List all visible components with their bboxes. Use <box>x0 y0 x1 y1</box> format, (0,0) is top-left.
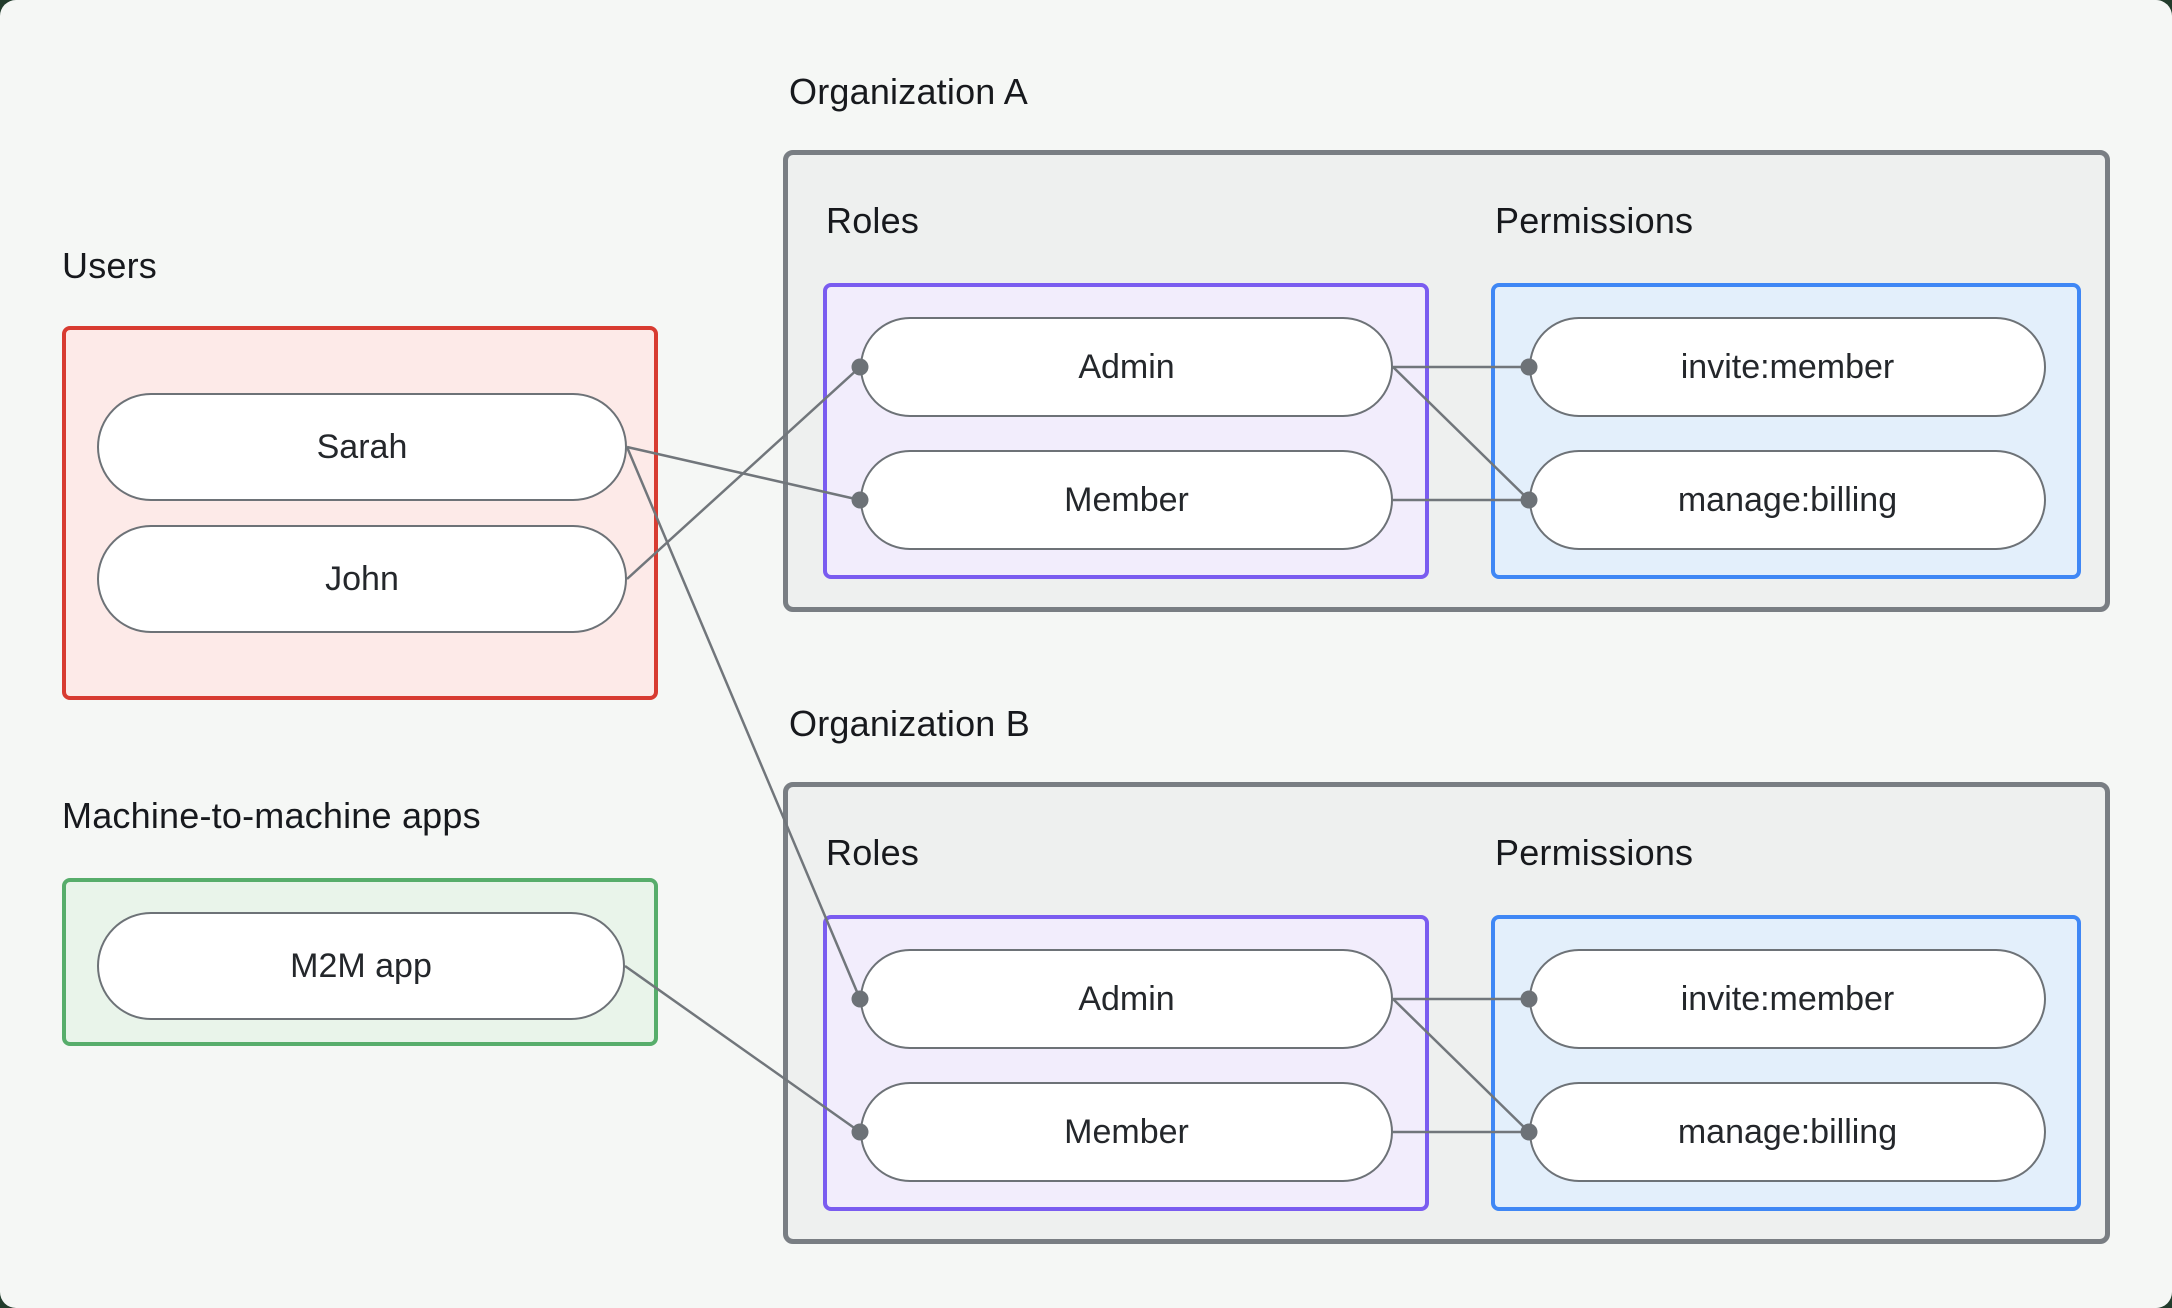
permission-node-label: invite:member <box>1680 979 1895 1018</box>
org-b-perm-manage-billing-node: manage:billing <box>1529 1082 2046 1182</box>
permission-node-label: manage:billing <box>1677 1112 1898 1151</box>
org-a-roles-label: Roles <box>826 200 920 241</box>
org-a-role-member-node: Member <box>860 450 1393 550</box>
org-a-role-admin-node: Admin <box>860 317 1393 417</box>
org-a-title: Organization A <box>789 71 1028 112</box>
org-a-perm-manage-billing-node: manage:billing <box>1529 450 2046 550</box>
user-node-label: Sarah <box>316 427 408 466</box>
users-group-box <box>62 326 658 700</box>
m2m-section-label: Machine-to-machine apps <box>62 795 481 836</box>
org-a-permissions-label: Permissions <box>1495 200 1694 241</box>
permission-node-label: invite:member <box>1680 347 1895 386</box>
users-section-label: Users <box>62 245 158 286</box>
user-node-label: John <box>325 559 399 598</box>
org-b-role-admin-node: Admin <box>860 949 1393 1049</box>
role-node-label: Admin <box>1078 979 1175 1018</box>
org-a-box: Roles Admin Member Permissions invite:me… <box>783 150 2110 612</box>
role-node-label: Member <box>1064 1112 1189 1151</box>
m2m-app-node-label: M2M app <box>290 946 432 985</box>
user-node-john: John <box>97 525 627 633</box>
role-node-label: Admin <box>1078 347 1175 386</box>
org-b-role-member-node: Member <box>860 1082 1393 1182</box>
org-b-box: Roles Admin Member Permissions invite:me… <box>783 782 2110 1244</box>
org-b-roles-label: Roles <box>826 832 920 873</box>
m2m-app-node: M2M app <box>97 912 625 1020</box>
org-b-title: Organization B <box>789 703 1030 744</box>
role-node-label: Member <box>1064 480 1189 519</box>
org-b-permissions-label: Permissions <box>1495 832 1694 873</box>
org-a-perm-invite-member-node: invite:member <box>1529 317 2046 417</box>
user-node-sarah: Sarah <box>97 393 627 501</box>
org-b-perm-invite-member-node: invite:member <box>1529 949 2046 1049</box>
permission-node-label: manage:billing <box>1677 480 1898 519</box>
